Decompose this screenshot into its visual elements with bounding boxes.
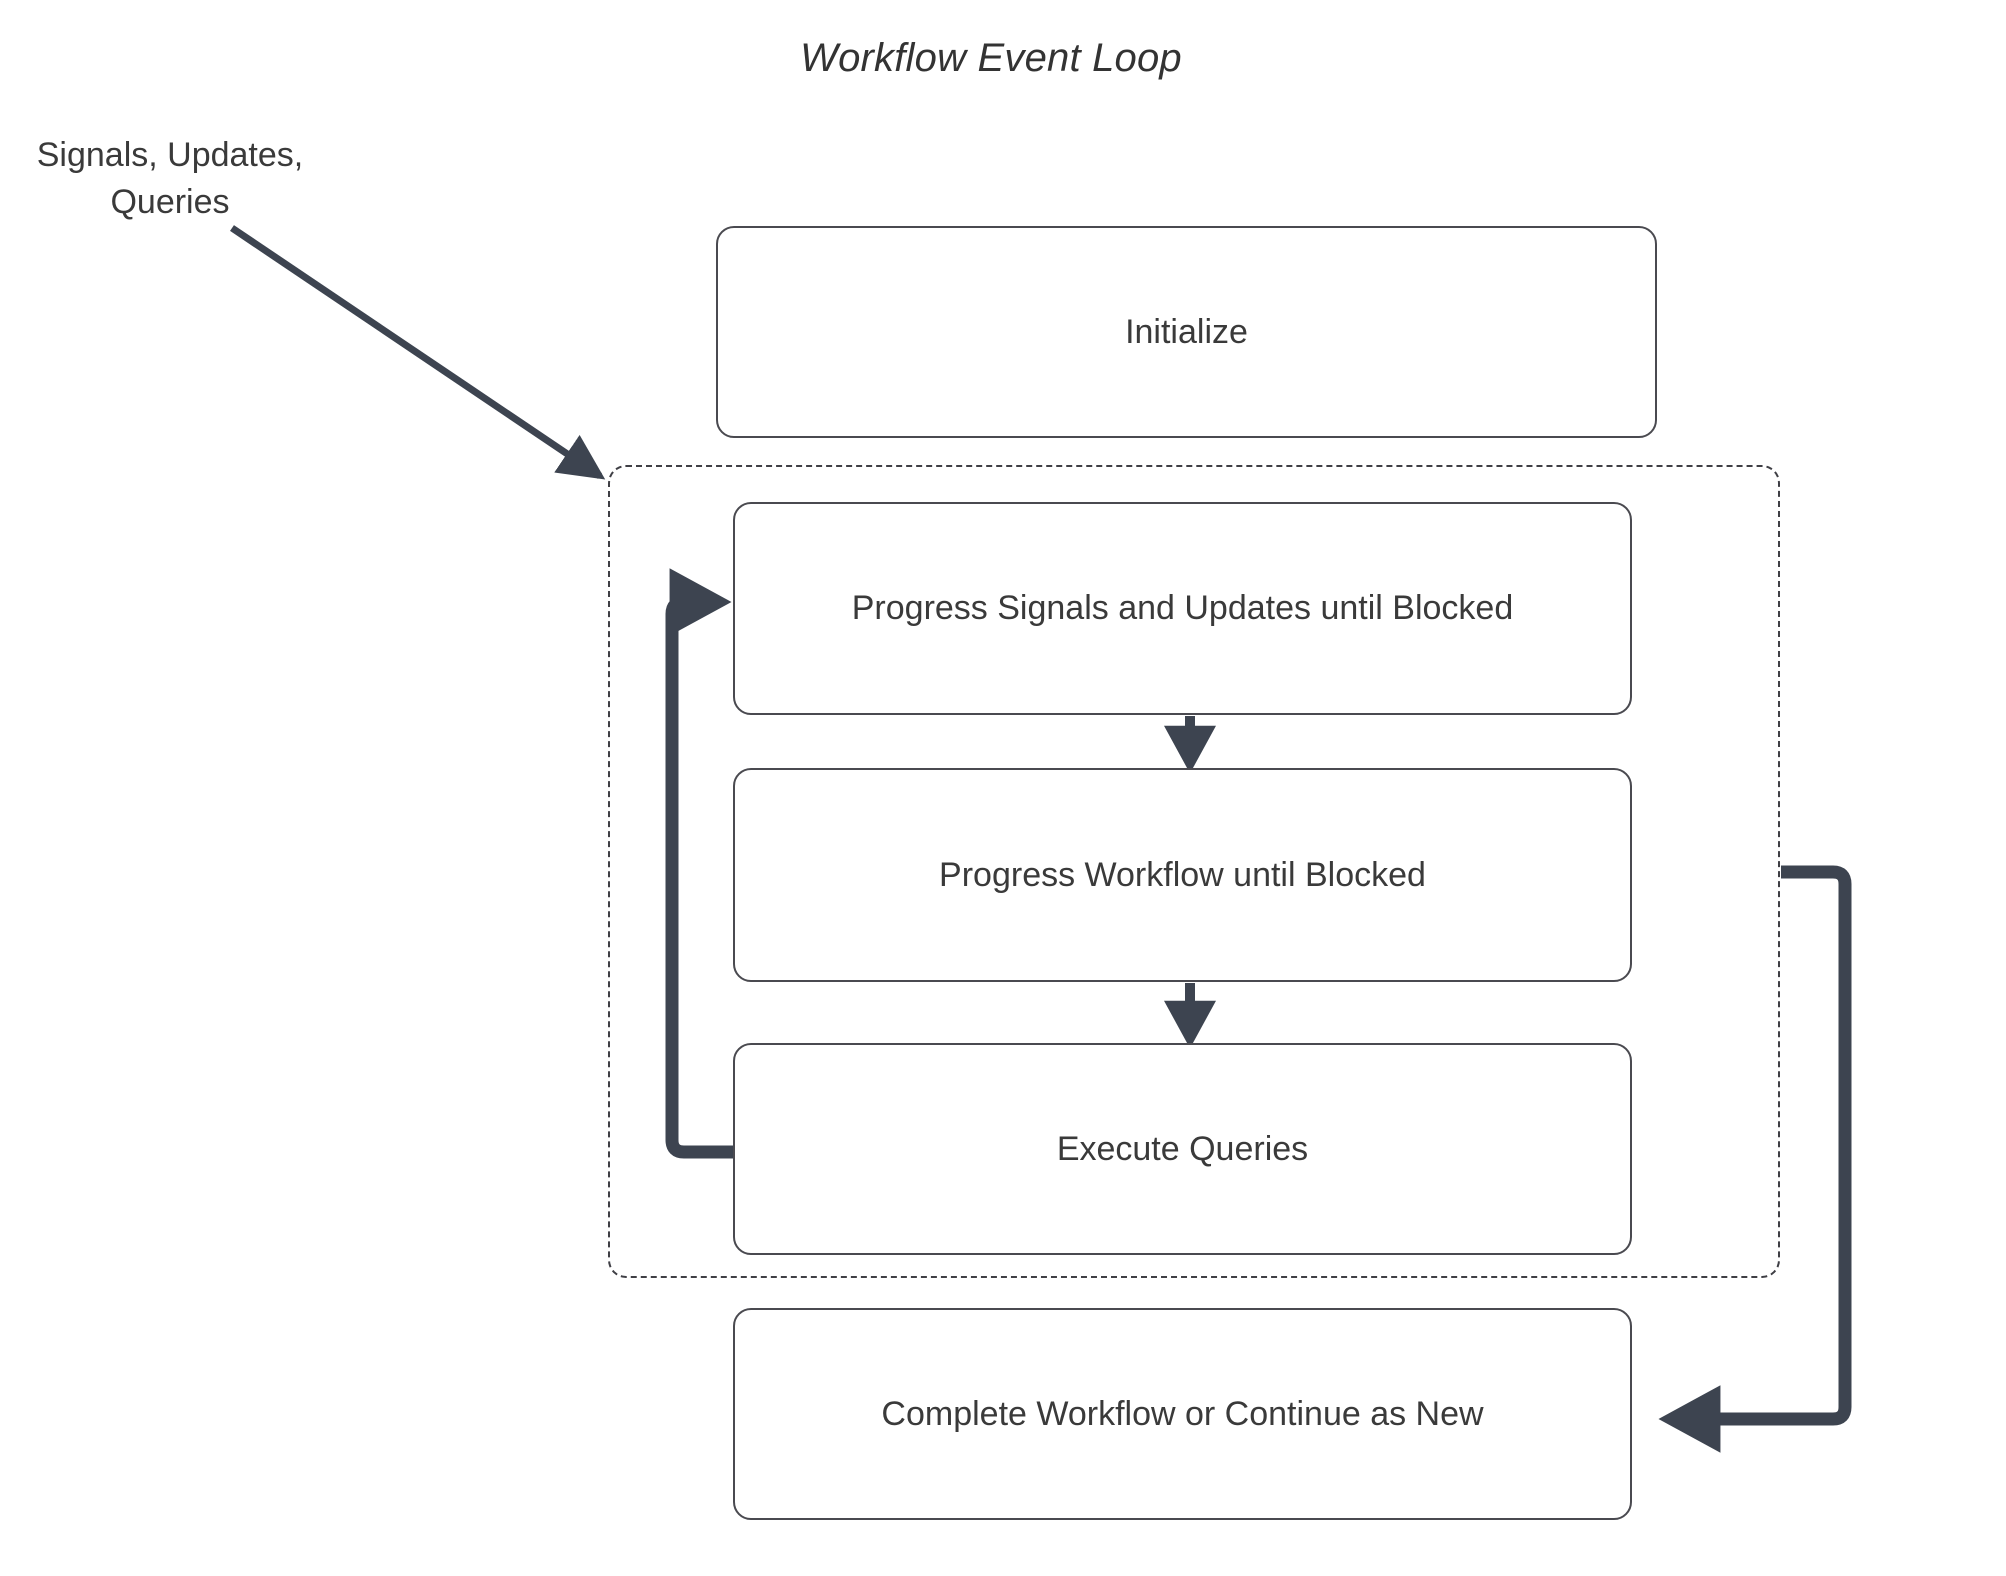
diagram-title-text: Workflow Event Loop bbox=[800, 36, 1182, 80]
node-complete-workflow[interactable]: Complete Workflow or Continue as New bbox=[733, 1308, 1632, 1520]
node-complete-workflow-label: Complete Workflow or Continue as New bbox=[881, 1394, 1484, 1433]
workflow-loop-container bbox=[608, 465, 1780, 1278]
node-progress-workflow-label: Progress Workflow until Blocked bbox=[939, 855, 1426, 894]
node-progress-workflow[interactable]: Progress Workflow until Blocked bbox=[733, 768, 1632, 982]
node-execute-queries[interactable]: Execute Queries bbox=[733, 1043, 1632, 1255]
signals-updates-queries-label: Signals, Updates, Queries bbox=[36, 136, 304, 221]
node-initialize-label: Initialize bbox=[1125, 312, 1248, 351]
diagram-title: Workflow Event Loop bbox=[0, 36, 2006, 81]
node-execute-queries-label: Execute Queries bbox=[1056, 1129, 1309, 1168]
node-progress-signals[interactable]: Progress Signals and Updates until Block… bbox=[733, 502, 1632, 715]
node-progress-signals-label: Progress Signals and Updates until Block… bbox=[851, 589, 1514, 628]
node-initialize[interactable]: Initialize bbox=[716, 226, 1657, 438]
edge-signals-into-loop bbox=[230, 225, 606, 480]
